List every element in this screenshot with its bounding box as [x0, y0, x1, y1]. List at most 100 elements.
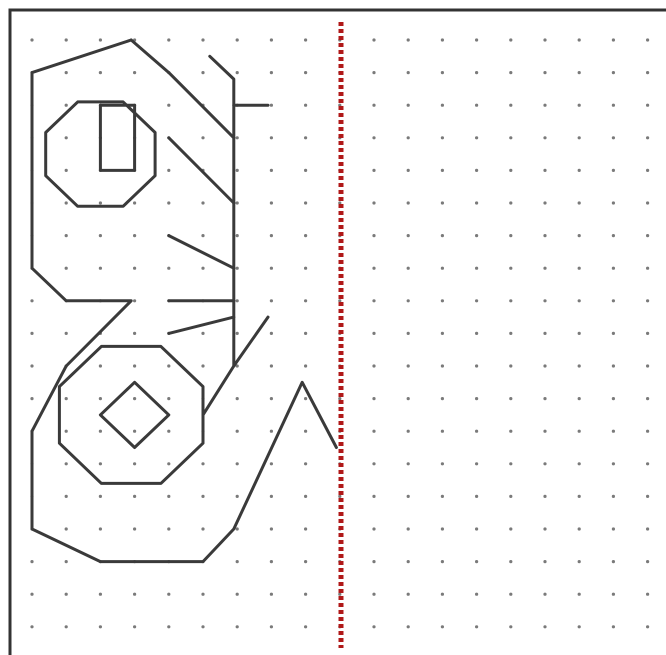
grid-dot [30, 397, 33, 400]
grid-dot [475, 169, 478, 172]
grid-dot [65, 201, 68, 204]
grid-dot [99, 527, 102, 530]
grid-dot [201, 527, 204, 530]
grid-dot [133, 364, 136, 367]
grid-dot [475, 560, 478, 563]
rectangle-shape [100, 105, 134, 170]
grid-dot [304, 364, 307, 367]
grid-dot [475, 234, 478, 237]
grid-dot [304, 332, 307, 335]
grid-dot [475, 527, 478, 530]
grid-dot [304, 201, 307, 204]
grid-dot [201, 267, 204, 270]
grid-dot [441, 527, 444, 530]
grid-dot [201, 495, 204, 498]
grid-dot [543, 267, 546, 270]
grid-dot [475, 201, 478, 204]
grid-dot [372, 625, 375, 628]
grid-dot [407, 267, 410, 270]
grid-dot [372, 430, 375, 433]
grid-dot [441, 397, 444, 400]
grid-dot [99, 397, 102, 400]
grid-dot [407, 364, 410, 367]
grid-dot [441, 234, 444, 237]
grid-dot [201, 136, 204, 139]
grid-dot [441, 71, 444, 74]
grid-dot [646, 38, 649, 41]
grid-dot [441, 299, 444, 302]
grid-dot [407, 71, 410, 74]
grid-dot [133, 234, 136, 237]
grid-dot [441, 495, 444, 498]
grid-dot [543, 332, 546, 335]
grid-dot [65, 625, 68, 628]
grid-dot [270, 397, 273, 400]
grid-dot [236, 169, 239, 172]
grid-dot [372, 299, 375, 302]
grid-dot [543, 71, 546, 74]
grid-dot [441, 462, 444, 465]
grid-dot [612, 495, 615, 498]
grid-dot [270, 38, 273, 41]
half-figure-drawing [32, 40, 336, 562]
grid-dot [578, 527, 581, 530]
grid-dot [65, 560, 68, 563]
grid-dot [133, 299, 136, 302]
grid-dot [543, 527, 546, 530]
grid-dot [236, 397, 239, 400]
grid-dot [65, 104, 68, 107]
grid-dot [612, 38, 615, 41]
grid-dot [407, 136, 410, 139]
grid-dot [236, 593, 239, 596]
grid-dot [133, 495, 136, 498]
grid-dot [646, 332, 649, 335]
grid-dot [270, 136, 273, 139]
grid-dot [543, 495, 546, 498]
grid-dot [304, 397, 307, 400]
grid-dot [372, 462, 375, 465]
grid-dot [407, 38, 410, 41]
grid-dot [372, 267, 375, 270]
grid-dot [441, 560, 444, 563]
grid-dot [372, 234, 375, 237]
grid-dot [65, 495, 68, 498]
grid-dot [509, 495, 512, 498]
grid-dot [441, 169, 444, 172]
grid-dot [236, 495, 239, 498]
grid-dot [578, 625, 581, 628]
grid-dot [646, 495, 649, 498]
grid-dot [646, 462, 649, 465]
grid-dot [99, 625, 102, 628]
grid-dot [201, 234, 204, 237]
grid-dot [646, 593, 649, 596]
grid-dot [509, 71, 512, 74]
grid-dot [612, 560, 615, 563]
figure-line [169, 317, 234, 333]
figure-line [169, 236, 234, 269]
grid-dot [201, 201, 204, 204]
grid-dot [475, 299, 478, 302]
grid-dot [441, 593, 444, 596]
grid-dot [475, 71, 478, 74]
grid-dot [65, 38, 68, 41]
grid-dot [543, 462, 546, 465]
grid-dot [372, 38, 375, 41]
grid-dot [304, 430, 307, 433]
grid-dot [509, 201, 512, 204]
grid-dot [509, 267, 512, 270]
grid-dot [133, 527, 136, 530]
grid-dot [543, 299, 546, 302]
grid-dot [509, 397, 512, 400]
grid-dot [304, 38, 307, 41]
grid-dot [578, 364, 581, 367]
grid-dot [236, 527, 239, 530]
grid-dot [407, 104, 410, 107]
grid-dot [167, 593, 170, 596]
grid-dot [270, 104, 273, 107]
grid-dot [167, 495, 170, 498]
grid-dot [475, 364, 478, 367]
grid-dot [201, 593, 204, 596]
grid-dot [270, 527, 273, 530]
grid-dot [65, 527, 68, 530]
